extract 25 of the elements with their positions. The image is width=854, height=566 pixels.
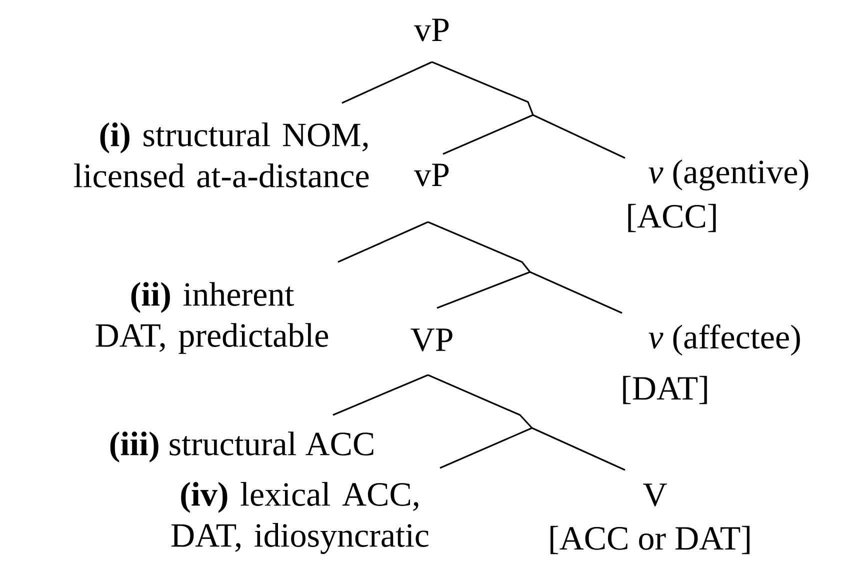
branch-line [530,271,622,314]
case-annotation: (ii) inherent DAT, predictable [96,282,328,354]
case-annotation: (i) structural NOM, licensed at-a-distance [74,122,369,188]
tree-label: V [643,484,667,506]
branch-line [338,221,428,263]
feature-label: [ACC or DAT] [550,526,750,554]
case-annotation: (iv) lexical ACC, DAT, idiosyncratic [171,482,428,554]
branch-line [428,221,531,272]
branch-line [532,427,626,471]
case-annotation: (iii) structural ACC [110,432,374,462]
branch-line [432,61,534,116]
tree-label: VP [410,328,452,352]
branch-line [342,61,432,104]
tree-label: v (agentive) [648,160,808,190]
branch-line [436,271,530,309]
branch-line [442,114,534,155]
branch-line [332,374,428,416]
tree-label: vP [414,18,449,42]
tree-label: v (affectee) [648,324,800,356]
branch-line [428,374,533,429]
branch-line [532,114,626,159]
feature-label: [DAT] [623,376,707,404]
branch-line [440,427,532,469]
tree-label: vP [414,164,449,186]
feature-label: [ACC] [628,204,716,232]
